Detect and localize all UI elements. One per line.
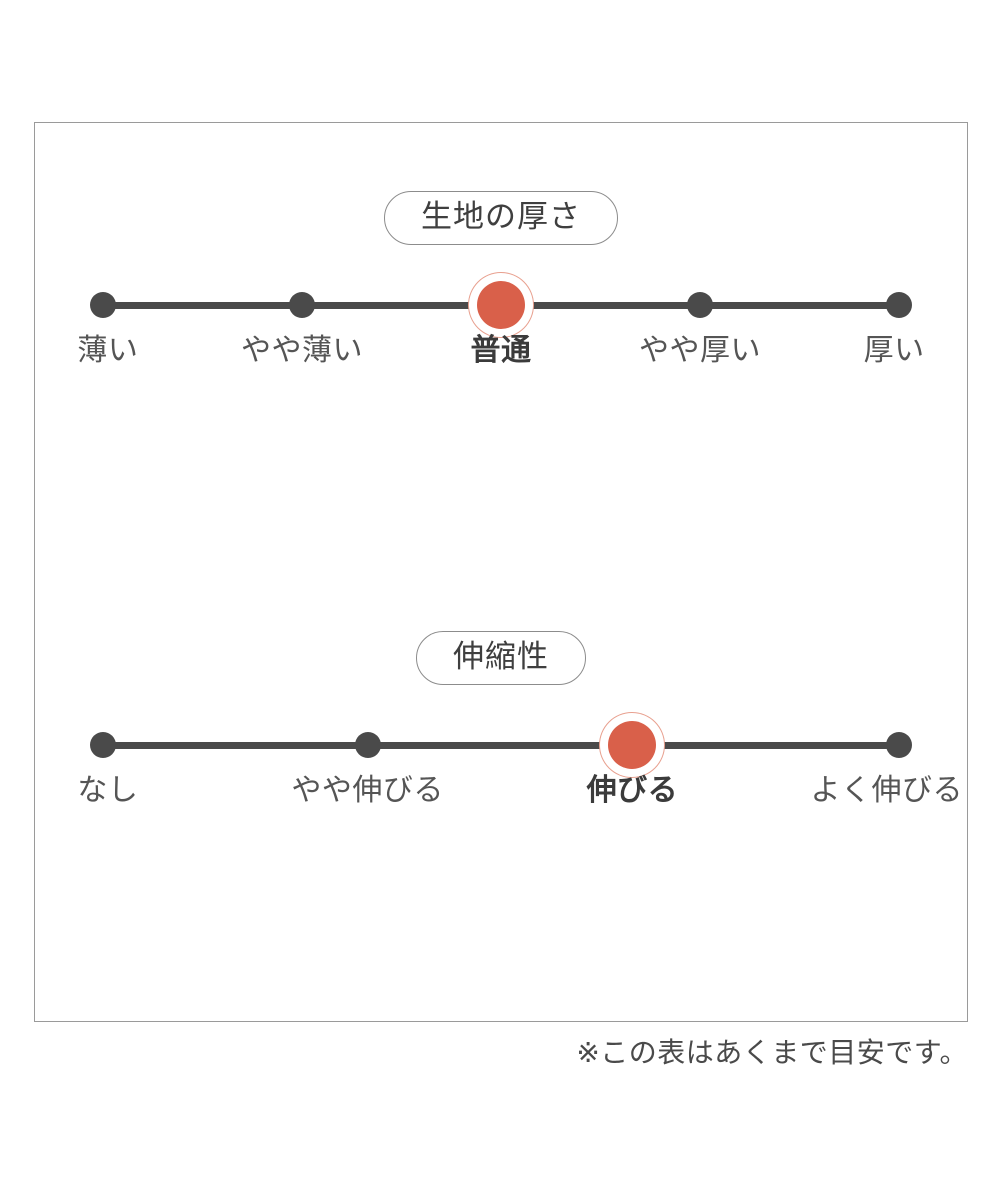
badge-row-stretchiness: 伸縮性: [35, 631, 967, 687]
slider-stop-futsuu-selected[interactable]: [477, 281, 525, 329]
slider-labels-fabric-thickness: 薄い やや薄い 普通 やや厚い 厚い: [77, 331, 924, 379]
scale-label-futsuu: 普通: [470, 334, 532, 367]
spacer: [35, 247, 967, 279]
scale-label-atsui: 厚い: [863, 334, 925, 367]
spacer: [35, 687, 967, 719]
slider-stop-nobiru-selected[interactable]: [608, 721, 657, 769]
slider-stop-usui[interactable]: [90, 292, 116, 318]
section-badge-fabric-thickness: 生地の厚さ: [384, 191, 618, 245]
fabric-spec-panel: 生地の厚さ 薄い やや薄い 普通 やや厚い 厚い 伸縮性: [34, 122, 968, 1022]
slider-labels-stretchiness: なし やや伸びる 伸びる よく伸びる: [77, 771, 962, 819]
scale-label-usui: 薄い: [77, 334, 139, 367]
slider-stop-yaya-atsui[interactable]: [687, 292, 713, 318]
footnote-disclaimer: ※この表はあくまで目安です。: [576, 1037, 968, 1068]
slider-track: [103, 741, 899, 749]
scale-section-stretchiness: 伸縮性 なし やや伸びる 伸びる よく伸びる: [35, 631, 967, 819]
slider-stretchiness[interactable]: [90, 719, 912, 771]
slider-fabric-thickness[interactable]: [90, 279, 912, 331]
slider-stop-atsui[interactable]: [886, 292, 912, 318]
slider-stop-nashi[interactable]: [90, 732, 116, 758]
scale-label-yoku-nobiru: よく伸びる: [810, 774, 964, 807]
slider-stop-yaya-usui[interactable]: [289, 292, 315, 318]
scale-label-yaya-nobiru: やや伸びる: [291, 774, 444, 807]
section-badge-stretchiness: 伸縮性: [416, 631, 586, 685]
scale-label-yaya-usui: やや薄い: [241, 334, 363, 367]
badge-row-fabric-thickness: 生地の厚さ: [35, 191, 967, 247]
scale-label-nobiru: 伸びる: [586, 774, 679, 807]
scale-label-yaya-atsui: やや厚い: [639, 334, 761, 367]
scale-section-fabric-thickness: 生地の厚さ 薄い やや薄い 普通 やや厚い 厚い: [35, 191, 967, 379]
scale-label-nashi: なし: [77, 774, 139, 807]
slider-stop-yaya-nobiru[interactable]: [354, 732, 381, 758]
slider-stop-yoku-nobiru[interactable]: [886, 732, 912, 758]
